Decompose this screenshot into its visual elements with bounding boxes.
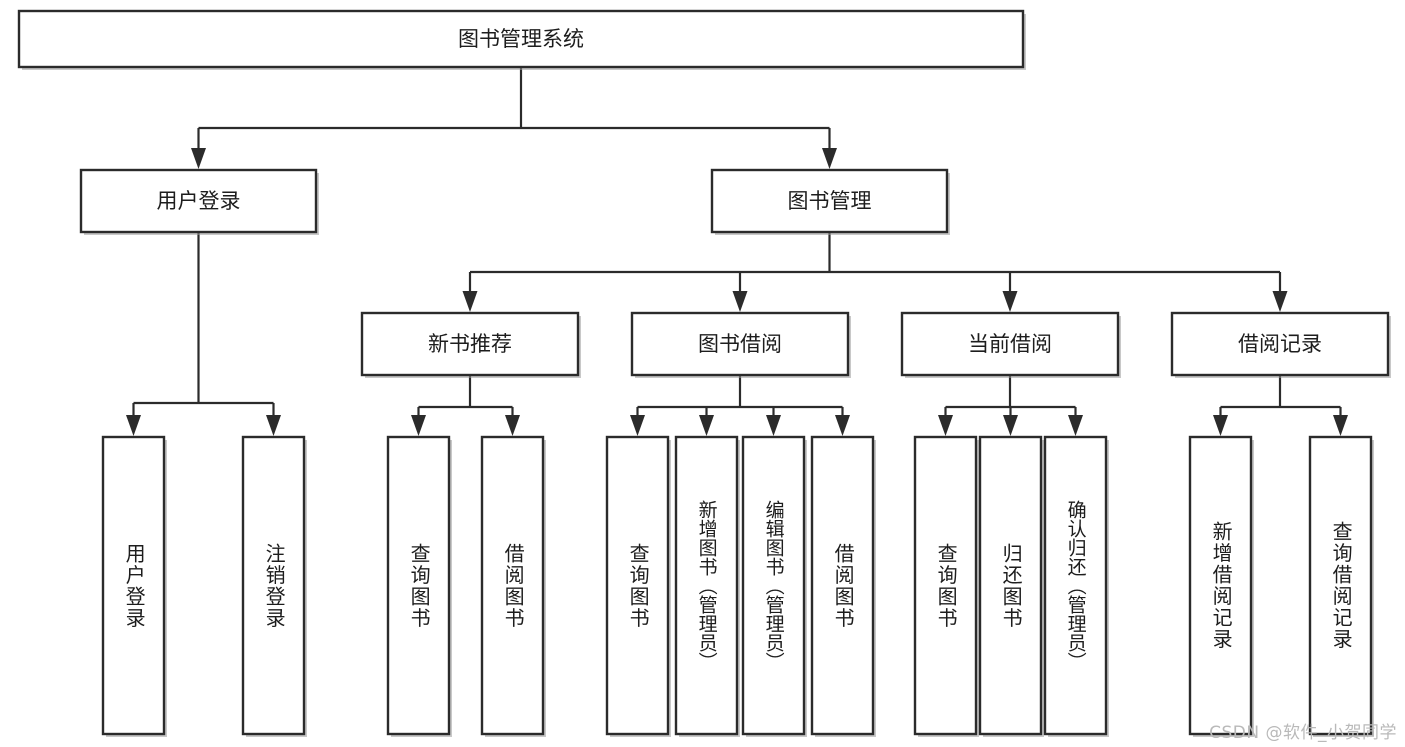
node-box-l2[interactable] (241, 435, 306, 736)
edge-group-newrec (411, 375, 520, 436)
edge-group-bookmgmt (462, 232, 1288, 312)
arrow-head-l3 (411, 415, 426, 436)
arrow-head-l5 (630, 415, 645, 436)
arrow-head-current (1002, 291, 1018, 312)
arrow-head-newrec (462, 291, 478, 312)
arrow-head-l13 (1333, 415, 1348, 436)
node-label-bookmgmt: 图书管理 (788, 189, 872, 213)
node-box-l3[interactable] (386, 435, 451, 736)
arrow-head-login (191, 148, 206, 169)
nodes-layer (17, 9, 1391, 737)
edges-layer (126, 67, 1348, 436)
edge-group-current (938, 375, 1083, 436)
arrow-head-records (1272, 291, 1288, 312)
arrow-head-borrow (732, 291, 748, 312)
node-box-records[interactable] (1170, 311, 1390, 377)
node-box-bookmgmt[interactable] (710, 168, 949, 234)
arrow-head-l1 (126, 415, 141, 436)
node-box-root[interactable] (17, 9, 1025, 69)
node-box-l6[interactable] (674, 435, 739, 736)
arrow-head-bookmgmt (822, 148, 837, 169)
node-box-l11[interactable] (1043, 435, 1108, 736)
node-box-l8[interactable] (810, 435, 875, 736)
node-label-borrow: 图书借阅 (698, 332, 782, 356)
node-box-l5[interactable] (605, 435, 670, 736)
node-box-l1[interactable] (101, 435, 166, 736)
node-label-current: 当前借阅 (968, 332, 1052, 356)
edge-group-root (191, 67, 837, 169)
edge-group-records (1213, 375, 1348, 436)
node-box-l9[interactable] (913, 435, 978, 736)
node-label-root: 图书管理系统 (458, 27, 584, 51)
node-box-newrec[interactable] (360, 311, 580, 377)
csdn-watermark: CSDN @软件_小贺同学 (1209, 723, 1397, 743)
node-box-borrow[interactable] (630, 311, 850, 377)
node-box-current[interactable] (900, 311, 1120, 377)
arrow-head-l7 (766, 415, 781, 436)
arrow-head-l10 (1003, 415, 1018, 436)
arrow-head-l12 (1213, 415, 1228, 436)
node-box-login[interactable] (79, 168, 318, 234)
edge-group-login (126, 232, 281, 436)
arrow-head-l11 (1068, 415, 1083, 436)
node-label-newrec: 新书推荐 (428, 332, 512, 356)
edge-group-borrow (630, 375, 850, 436)
arrow-head-l9 (938, 415, 953, 436)
node-box-l10[interactable] (978, 435, 1043, 736)
arrow-head-l8 (835, 415, 850, 436)
node-box-l7[interactable] (741, 435, 806, 736)
node-label-records: 借阅记录 (1238, 332, 1322, 356)
node-box-l4[interactable] (480, 435, 545, 736)
arrow-head-l4 (505, 415, 520, 436)
node-label-login: 用户登录 (157, 189, 241, 213)
node-box-l12[interactable] (1188, 435, 1253, 736)
node-box-l13[interactable] (1308, 435, 1373, 736)
arrow-head-l2 (266, 415, 281, 436)
arrow-head-l6 (699, 415, 714, 436)
